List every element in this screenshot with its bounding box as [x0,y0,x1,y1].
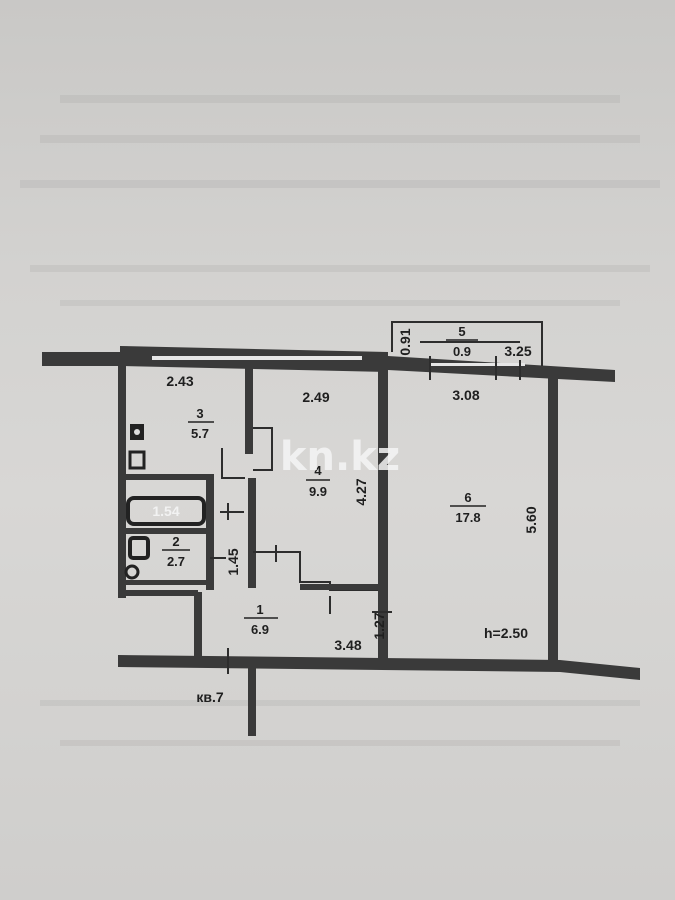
room-6-number: 6 [464,490,471,505]
room-1-number: 1 [256,602,263,617]
room-2-area: 2.7 [167,554,185,569]
dim-hall-depth: 1.45 [225,548,241,575]
room-1-area: 6.9 [251,622,269,637]
walls [42,321,640,736]
room-5-number: 5 [458,324,465,339]
watermark: kn.kz [280,434,400,480]
dimensions: 2.43 2.49 4.27 0.91 3.25 3.08 5.60 1.54 … [152,328,539,705]
background-text-noise [20,95,660,746]
dim-room6-width: 3.08 [452,387,479,403]
room-3-area: 5.7 [191,426,209,441]
dim-bath-length: 1.54 [152,503,179,519]
room-4-number: 4 [314,463,322,478]
room-3-number: 3 [196,406,203,421]
dim-kitchen-width: 2.43 [166,373,193,389]
room-2-number: 2 [172,534,179,549]
apartment-ref: кв.7 [196,689,224,705]
door-marks [210,356,521,674]
dim-balcony-width: 3.25 [504,343,531,359]
bathtub [126,496,206,526]
room-6-area: 17.8 [455,510,480,525]
dim-room4-width: 2.49 [302,389,329,405]
ceiling-height: h=2.50 [484,625,528,641]
dim-balcony-depth: 0.91 [397,328,413,355]
room-5-area: 0.9 [453,344,471,359]
kitchen-sink-icon [128,450,146,470]
dim-hall-width: 3.48 [334,637,361,653]
toilet [124,564,140,580]
stove-icon [130,424,144,440]
dim-room6-depth: 5.60 [523,506,539,533]
dim-hall-side: 1.27 [371,612,387,639]
sink [128,536,150,560]
room-4-area: 9.9 [309,484,327,499]
room-labels: 3 5.7 4 9.9 2 2.7 1 6.9 5 0.9 6 17.8 [162,324,486,637]
dim-room4-depth: 4.27 [353,478,369,505]
